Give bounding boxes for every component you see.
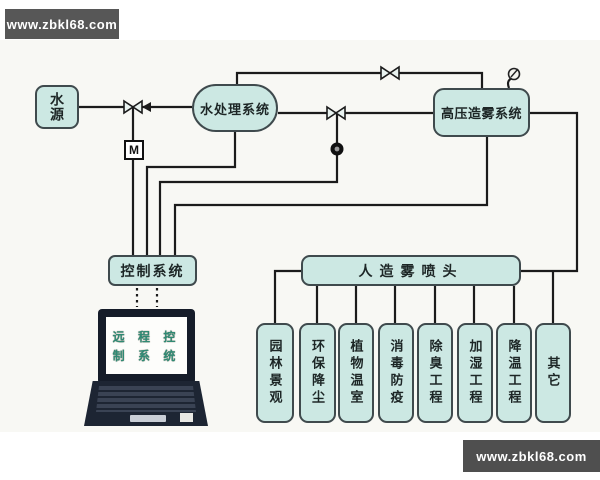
line-highpressure-to-control (173, 137, 489, 255)
node-control-system: 控制系统 (108, 255, 197, 286)
remote-control-laptop: 远 程 控 制 系 统 (84, 305, 208, 426)
motor-actuator-icon: M (124, 140, 144, 160)
laptop-keyboard-base (84, 381, 208, 426)
app-box-deodorization: 除臭工程 (417, 323, 453, 423)
valve-icon-main (326, 105, 346, 121)
app-box-greenhouse: 植物温室 (338, 323, 374, 423)
remote-text-line2: 制 系 统 (112, 348, 181, 363)
watermark-banner-top: www.zbkl68.com (5, 9, 119, 39)
line-treatment-to-control (145, 132, 237, 255)
app-box-garden: 园林景观 (256, 323, 294, 423)
watermark-banner-bottom: www.zbkl68.com (463, 440, 600, 472)
remote-text-line1: 远 程 控 (112, 329, 181, 344)
app-box-dust-control: 环保降尘 (299, 323, 336, 423)
app-box-humidification: 加湿工程 (457, 323, 493, 423)
app-box-other: 其它 (535, 323, 571, 423)
laptop-keys (96, 386, 196, 412)
laptop-screen: 远 程 控 制 系 统 (98, 309, 195, 382)
laptop-sticker (180, 413, 193, 422)
app-box-cooling: 降温工程 (496, 323, 532, 423)
valve-icon-bypass (380, 65, 400, 81)
pipe-bypass-top (235, 71, 484, 88)
node-water-treatment: 水处理系统 (192, 84, 278, 132)
flow-arrow-icon (142, 102, 151, 112)
app-box-disinfection: 消毒防疫 (378, 323, 414, 423)
pressure-sensor-icon (330, 142, 344, 156)
lines-nozzle-to-apps (315, 286, 516, 323)
laptop-display: 远 程 控 制 系 统 (106, 317, 187, 374)
line-nozzle-to-app1 (273, 269, 301, 323)
line-sensor-to-control (158, 113, 339, 255)
node-high-pressure-fog: 高压造雾系统 (433, 88, 530, 137)
pipe-highpressure-to-nozzle (521, 111, 579, 323)
pressure-gauge-icon (507, 67, 521, 81)
watermark-text-top: www.zbkl68.com (6, 16, 118, 32)
node-water-source: 水源 (35, 85, 79, 129)
node-fog-nozzle: 人造雾喷头 (301, 255, 521, 286)
watermark-text-bottom: www.zbkl68.com (476, 448, 587, 464)
laptop-touchpad (130, 415, 166, 422)
